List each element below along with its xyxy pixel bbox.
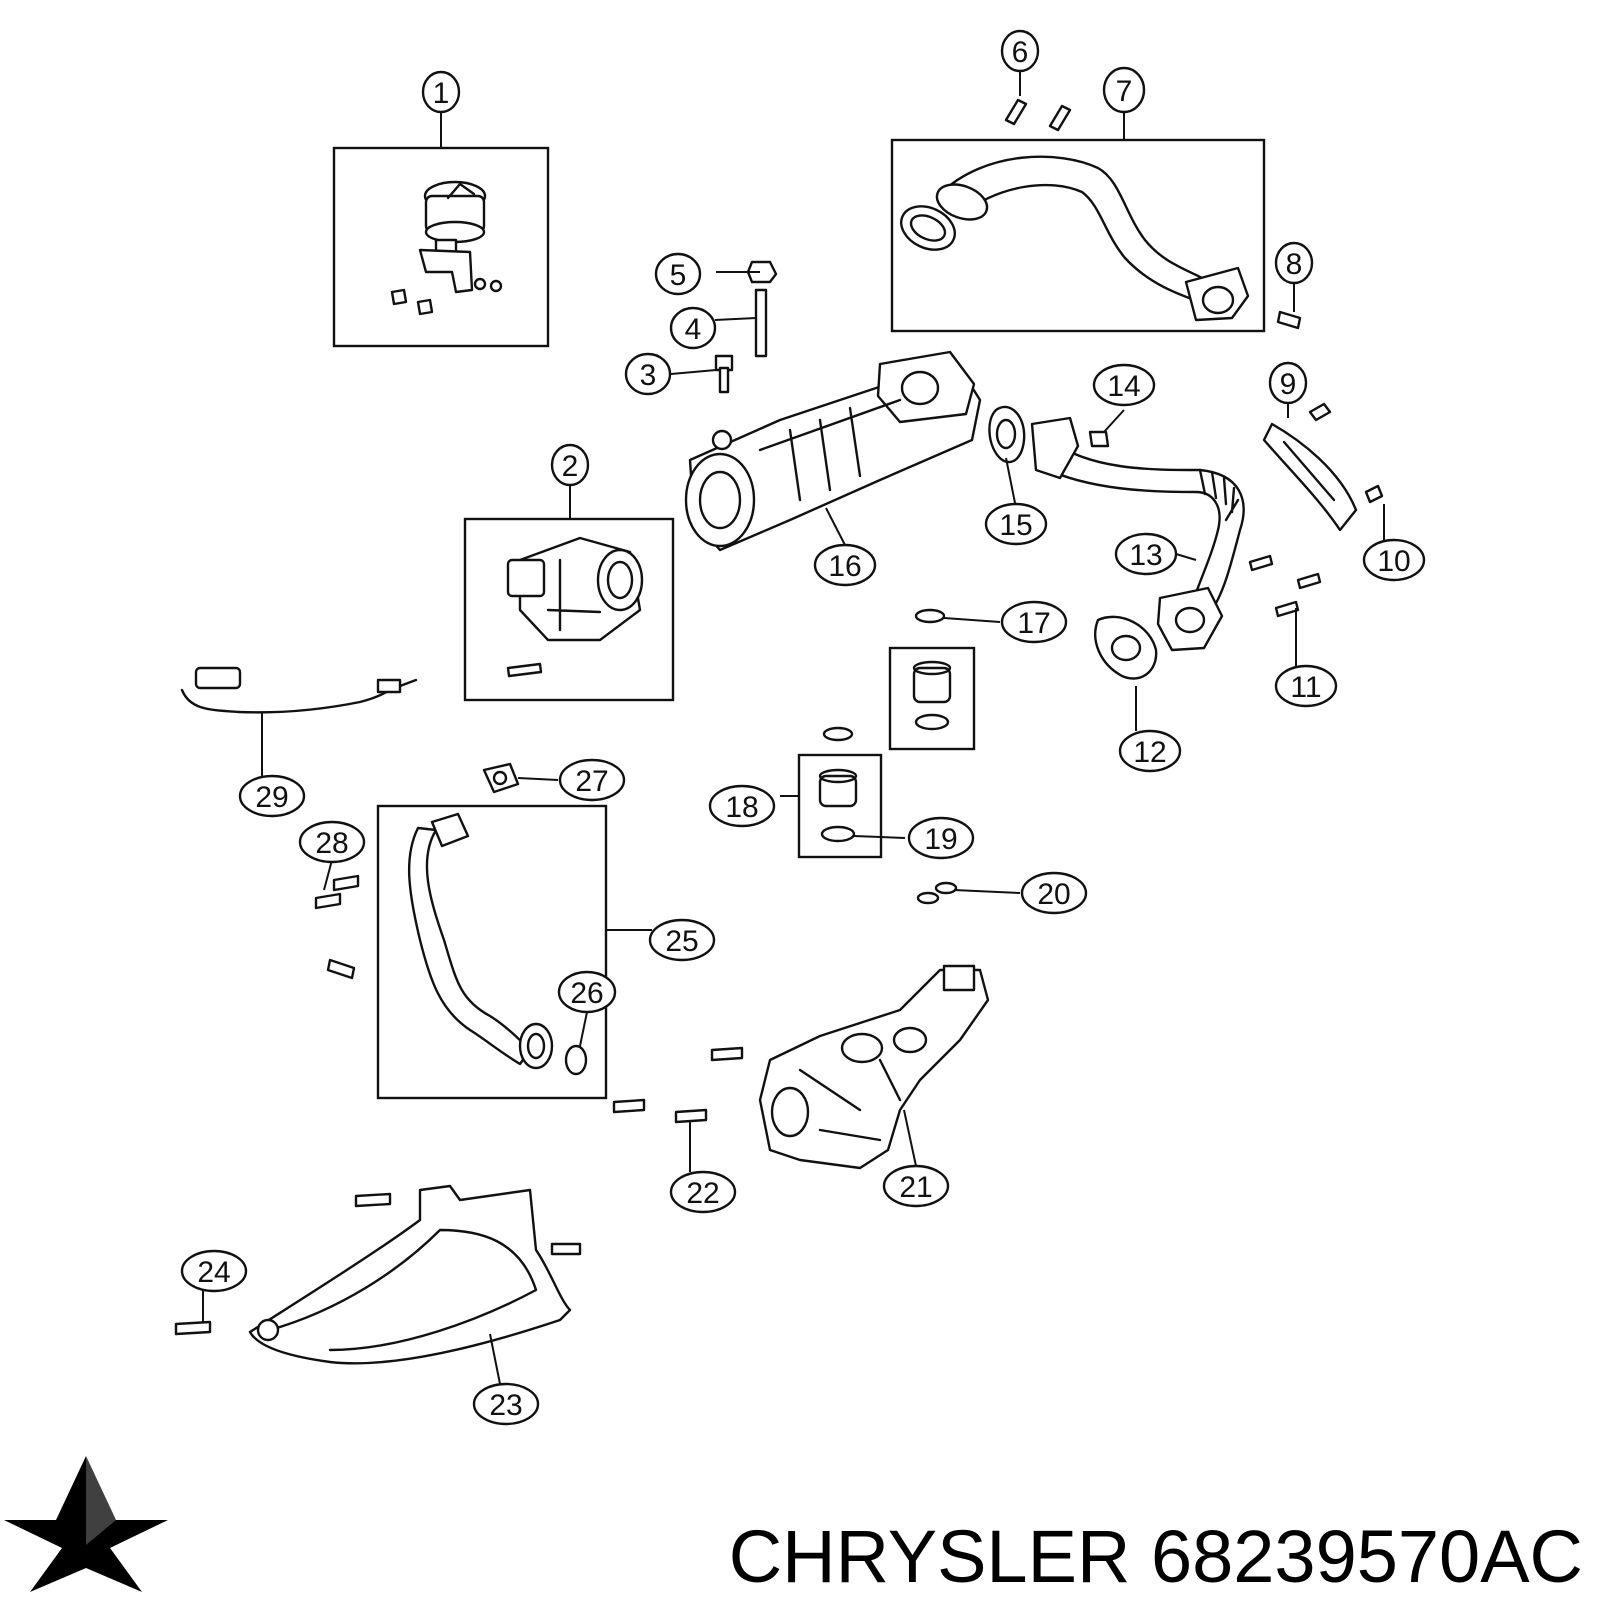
frame-group-25 bbox=[376, 804, 608, 1100]
callout-22: 22 bbox=[669, 1170, 737, 1214]
frame-group-7 bbox=[890, 138, 1266, 333]
callout-18: 18 bbox=[708, 784, 776, 828]
leader-lines bbox=[202, 71, 1385, 1385]
frame-group-kit bbox=[888, 646, 976, 751]
callout-25-label: 25 bbox=[665, 925, 698, 958]
callout-8: 8 bbox=[1274, 241, 1314, 285]
callout-9: 9 bbox=[1268, 361, 1308, 405]
part-13-flex-pipe bbox=[1030, 416, 1245, 652]
part-15-gasket bbox=[988, 405, 1026, 464]
callout-20-label: 20 bbox=[1037, 878, 1070, 911]
callout-27: 27 bbox=[558, 758, 626, 802]
callout-19-label: 19 bbox=[924, 823, 957, 856]
callout-11-label: 11 bbox=[1290, 671, 1321, 704]
callout-4-label: 4 bbox=[685, 313, 702, 346]
part-23-bolts bbox=[354, 1192, 582, 1256]
callout-29-label: 29 bbox=[255, 781, 288, 814]
callout-13: 13 bbox=[1114, 532, 1178, 576]
part-1-actuator bbox=[390, 180, 503, 316]
part-26-oring bbox=[564, 1044, 588, 1076]
callout-7: 7 bbox=[1102, 66, 1146, 114]
part-24-bolt bbox=[174, 1320, 212, 1336]
callout-10-label: 10 bbox=[1377, 545, 1410, 578]
part-23-heat-shield bbox=[248, 1184, 572, 1365]
part-17-oring bbox=[914, 608, 946, 624]
callout-23-label: 23 bbox=[489, 1389, 522, 1422]
callout-16: 16 bbox=[813, 543, 877, 587]
part-12-gasket bbox=[1094, 615, 1158, 680]
part-27-gasket bbox=[482, 762, 520, 794]
callout-29: 29 bbox=[238, 774, 306, 818]
callout-10: 10 bbox=[1362, 538, 1426, 582]
callout-16-label: 16 bbox=[828, 550, 861, 583]
callout-17: 17 bbox=[1000, 600, 1068, 644]
part-28-bolts bbox=[314, 874, 360, 980]
callout-14-label: 14 bbox=[1107, 370, 1140, 403]
callout-19: 19 bbox=[907, 816, 975, 860]
callout-12: 12 bbox=[1118, 729, 1182, 773]
part-9-bracket bbox=[1262, 402, 1358, 532]
callout-28-label: 28 bbox=[315, 827, 348, 860]
callout-18-label: 18 bbox=[725, 791, 758, 824]
callout-2-label: 2 bbox=[562, 450, 579, 483]
callout-6: 6 bbox=[1000, 29, 1040, 73]
part-14-bolt bbox=[1088, 430, 1110, 448]
callout-15: 15 bbox=[984, 502, 1048, 546]
part-6-bolts bbox=[1004, 98, 1072, 132]
callout-13-label: 13 bbox=[1129, 539, 1162, 572]
part-7-pipe bbox=[900, 155, 1250, 322]
callout-24-label: 24 bbox=[197, 1256, 230, 1289]
callout-24: 24 bbox=[180, 1249, 248, 1293]
callout-5: 5 bbox=[654, 252, 702, 296]
part-29-sensor bbox=[180, 666, 418, 714]
callout-3-label: 3 bbox=[640, 359, 657, 392]
part-20-orings bbox=[916, 881, 958, 905]
callout-25: 25 bbox=[648, 918, 716, 962]
part-18-seal bbox=[818, 726, 858, 843]
part-2-egr-valve bbox=[506, 536, 644, 678]
callout-6-label: 6 bbox=[1012, 36, 1029, 69]
part-16-egr-cooler bbox=[684, 350, 982, 552]
callout-15-label: 15 bbox=[999, 509, 1032, 542]
callout-5-label: 5 bbox=[670, 259, 687, 292]
part-3-bolt bbox=[714, 354, 734, 394]
part-10-bolt bbox=[1364, 484, 1384, 504]
callout-8-label: 8 bbox=[1286, 248, 1303, 281]
callout-27-label: 27 bbox=[575, 765, 608, 798]
callout-20: 20 bbox=[1020, 871, 1088, 915]
callout-17-label: 17 bbox=[1017, 607, 1050, 640]
part-8-bolt bbox=[1276, 310, 1302, 330]
part-21-manifold bbox=[758, 964, 990, 1170]
part-seal-kit bbox=[912, 660, 952, 731]
callout-23: 23 bbox=[472, 1382, 540, 1426]
callout-12-label: 12 bbox=[1133, 736, 1166, 769]
part-25-coolant-tube bbox=[407, 812, 554, 1070]
pentastar-logo-icon bbox=[4, 1456, 168, 1592]
part-22-bolts bbox=[612, 1046, 744, 1124]
callout-22-label: 22 bbox=[686, 1177, 719, 1210]
callout-26-label: 26 bbox=[570, 977, 603, 1010]
callout-9-label: 9 bbox=[1280, 368, 1297, 401]
callout-11: 11 bbox=[1274, 664, 1338, 708]
callout-1-label: 1 bbox=[433, 77, 450, 110]
callout-14: 14 bbox=[1092, 363, 1156, 407]
callout-26: 26 bbox=[557, 970, 617, 1014]
callout-21-label: 21 bbox=[899, 1171, 932, 1204]
callout-7-label: 7 bbox=[1116, 75, 1133, 108]
callout-4: 4 bbox=[669, 306, 717, 350]
part-11-bolts bbox=[1248, 554, 1322, 618]
callout-3: 3 bbox=[624, 352, 672, 396]
part-4-stud bbox=[754, 288, 768, 358]
callout-21: 21 bbox=[882, 1164, 950, 1208]
callout-28: 28 bbox=[298, 820, 366, 864]
callout-2: 2 bbox=[550, 443, 590, 487]
frame-group-18 bbox=[797, 753, 883, 859]
callout-1: 1 bbox=[421, 70, 461, 114]
brand-part-number: CHRYSLER 68239570AC bbox=[729, 1515, 1583, 1598]
